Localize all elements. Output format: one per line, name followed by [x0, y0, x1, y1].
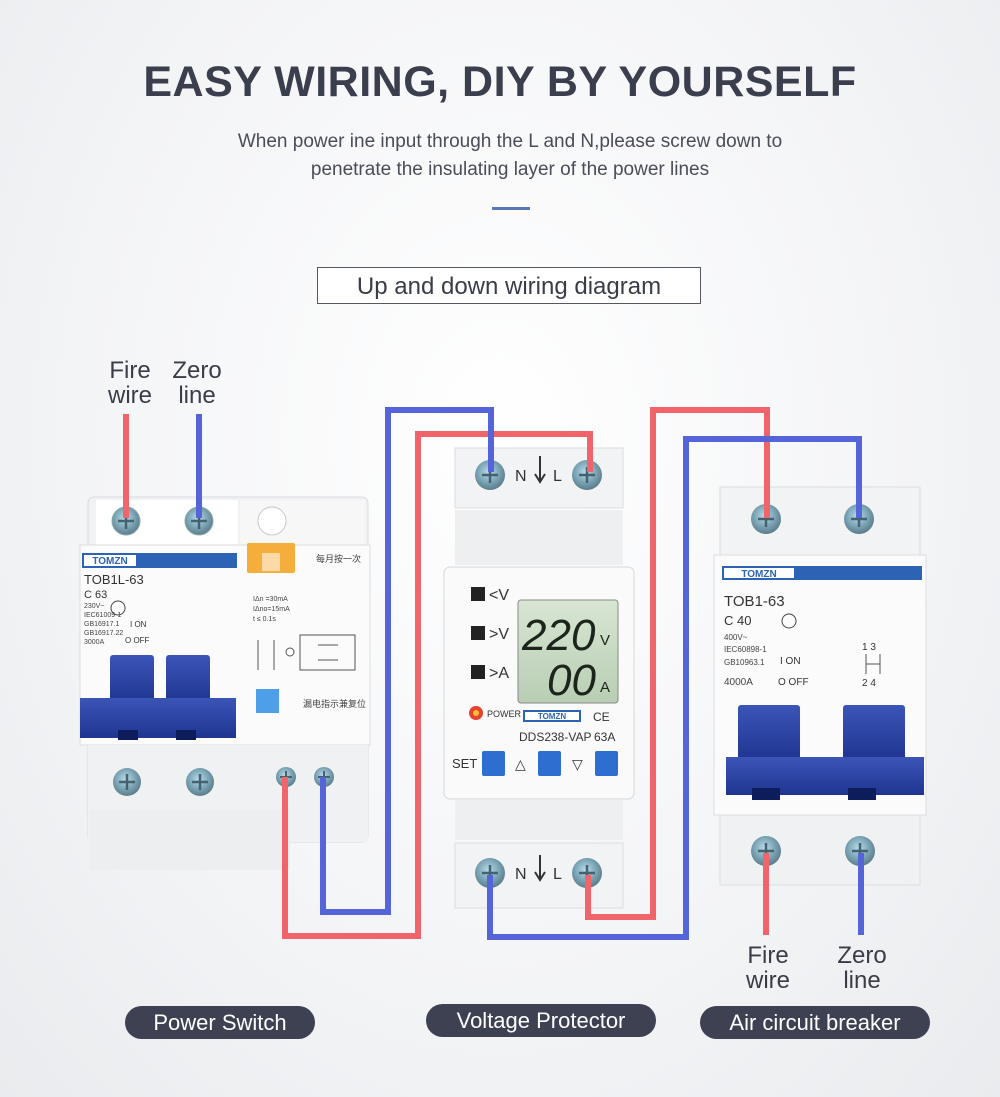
air-breaker-on: I ON — [780, 656, 801, 667]
power-switch-device: TOMZN TOB1L-63 C 63 230V~ IEC61009-1 GB1… — [79, 496, 371, 870]
zero-wire-switch-to-protector — [320, 407, 494, 915]
power-switch-off: O OFF — [125, 636, 150, 645]
page-title: EASY WIRING, DIY BY YOURSELF — [143, 58, 857, 106]
circuit-symbol — [257, 634, 356, 671]
down-label: ▽ — [572, 756, 583, 772]
set-label: SET — [452, 756, 477, 771]
terminal-n-bottom: N — [515, 866, 527, 883]
screw-icon — [111, 506, 141, 536]
protector-model: DDS238-VAP — [519, 730, 591, 744]
svg-text:GB16917.1: GB16917.1 — [84, 621, 120, 628]
protector-brand: TOMZN — [538, 712, 567, 721]
air-breaker-rating: C 40 — [724, 613, 751, 628]
ce-mark: CE — [593, 710, 610, 724]
terminal-n-top: N — [515, 468, 527, 485]
svg-text:4000A: 4000A — [724, 677, 753, 688]
air-breaker-off: O OFF — [778, 677, 809, 688]
terminal-l-bottom: L — [553, 866, 562, 883]
svg-text:>A: >A — [489, 665, 509, 682]
svg-text:t ≤ 0.1s: t ≤ 0.1s — [253, 616, 276, 623]
screw-icon — [845, 836, 875, 866]
down-button[interactable] — [595, 751, 618, 776]
svg-text:IEC61009-1: IEC61009-1 — [84, 612, 121, 619]
svg-text:IΔno=15mA: IΔno=15mA — [253, 606, 290, 613]
cert-icon — [781, 613, 797, 629]
air-breaker-specs: 400V~ IEC60898-1 GB10963.1 4000A — [724, 633, 767, 688]
power-switch-model: TOB1L-63 — [84, 572, 144, 587]
power-switch-brand: TOMZN — [92, 556, 127, 567]
wires — [123, 407, 864, 940]
svg-text:<V: <V — [489, 587, 509, 604]
svg-text:IΔn =30mA: IΔn =30mA — [253, 596, 288, 603]
screw-icon — [475, 858, 505, 888]
terminal-l-top: L — [553, 468, 562, 485]
voltage-protector-caption: Voltage Protector — [426, 1004, 656, 1037]
fire-wire-switch-to-protector — [282, 431, 593, 939]
air-breaker-model: TOB1-63 — [724, 593, 785, 610]
voltage-protector-device: N L <V >V >A 220 V 00 A POWER TOMZN CE D… — [443, 447, 635, 909]
svg-text:230V~: 230V~ — [84, 603, 104, 610]
page-subtitle: When power ine input through the L and N… — [150, 128, 870, 184]
fire-wire-protector-to-breaker — [585, 407, 770, 920]
arrow-down-icon — [534, 456, 546, 484]
power-switch-rating: C 63 — [84, 589, 107, 601]
pole-top: 1 3 — [862, 642, 876, 653]
svg-text:400V~: 400V~ — [724, 633, 748, 642]
air-breaker-brand: TOMZN — [741, 569, 776, 580]
svg-text:IEC60898-1: IEC60898-1 — [724, 645, 767, 654]
up-button[interactable] — [538, 751, 561, 776]
leak-specs: IΔn =30mA IΔno=15mA t ≤ 0.1s — [253, 596, 290, 623]
svg-text:GB10963.1: GB10963.1 — [724, 658, 765, 667]
lcd-voltage: 220 — [521, 611, 596, 660]
indicator-high-voltage: >V — [471, 626, 509, 643]
screw-icon — [113, 768, 141, 796]
up-label: △ — [515, 756, 526, 772]
circuit-symbol — [865, 654, 881, 674]
leak-indicator — [256, 689, 279, 713]
diagram-label: Up and down wiring diagram — [317, 267, 701, 304]
arrow-down-icon — [534, 855, 546, 882]
subtitle-line-2: penetrate the insulating layer of the po… — [310, 159, 710, 180]
subtitle-line-1: When power ine input through the L and N… — [237, 131, 783, 152]
power-switch-toggle[interactable] — [80, 655, 236, 740]
indicator-low-voltage: <V — [471, 587, 509, 604]
air-breaker-caption: Air circuit breaker — [700, 1006, 930, 1039]
cert-icon — [110, 600, 126, 616]
lcd-current: 00 — [547, 656, 596, 705]
air-breaker-toggle[interactable] — [726, 705, 924, 800]
air-breaker-device: TOMZN TOB1-63 C 40 400V~ IEC60898-1 GB10… — [713, 486, 927, 886]
pole-bottom: 2 4 — [862, 678, 876, 689]
svg-text:>V: >V — [489, 626, 509, 643]
protector-amps: 63A — [594, 730, 615, 744]
test-hole — [257, 506, 287, 536]
accent-divider — [492, 207, 530, 210]
screw-icon — [186, 768, 214, 796]
lcd-current-unit: A — [600, 679, 610, 696]
lcd-display — [517, 599, 619, 704]
set-button[interactable] — [482, 751, 505, 776]
svg-text:3000A: 3000A — [84, 639, 105, 646]
test-note: 每月按一次 — [316, 553, 361, 564]
zero-wire-protector-to-breaker — [487, 436, 862, 940]
lcd-voltage-unit: V — [600, 632, 610, 649]
svg-text:GB16917.22: GB16917.22 — [84, 630, 123, 637]
power-switch-on: I ON — [130, 620, 147, 629]
indicator-over-current: >A — [471, 665, 509, 682]
power-switch-specs: 230V~ IEC61009-1 GB16917.1 GB16917.22 30… — [84, 603, 123, 646]
power-label: POWER — [487, 709, 522, 719]
power-switch-caption: Power Switch — [125, 1006, 315, 1039]
reset-note: 漏电指示兼复位 — [303, 698, 366, 709]
